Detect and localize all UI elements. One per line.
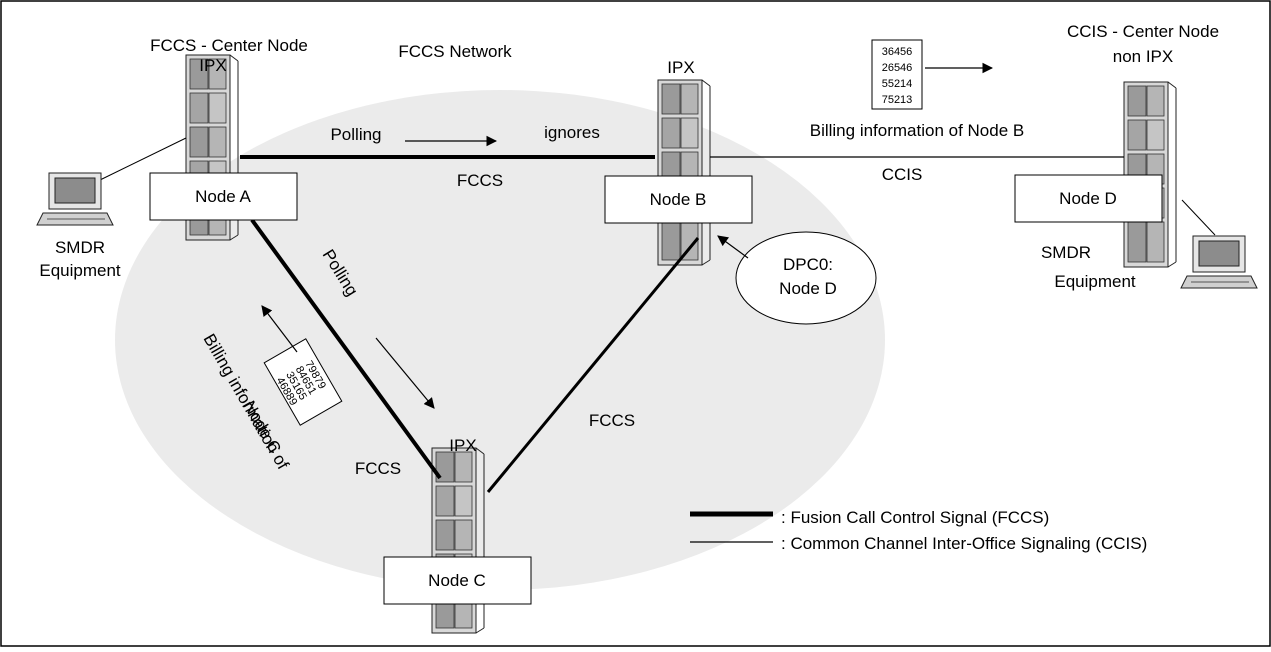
legend-ccis-label: : Common Channel Inter-Office Signaling …: [781, 534, 1147, 553]
link-ac-label: FCCS: [355, 459, 401, 478]
billing-b-number: 36456: [882, 46, 913, 58]
ccis-center-node-label: CCIS - Center Node: [1067, 22, 1219, 41]
node-b-rack-icon: [657, 79, 711, 266]
node-d-type-label: non IPX: [1113, 47, 1174, 66]
smdr-left-terminal-icon: [36, 172, 114, 226]
billing-c-record: 79879 84651 35165 46889: [263, 338, 343, 426]
dpc-line2: Node D: [779, 279, 837, 298]
network-title: FCCS Network: [398, 42, 512, 61]
smdr-right-line1: SMDR: [1041, 243, 1091, 262]
node-b-type-label: IPX: [667, 58, 694, 77]
node-c-type-label: IPX: [449, 436, 476, 455]
link-a-c-fccs: [250, 218, 442, 480]
dpc-bubble: [735, 231, 877, 325]
billing-c-arrow: [261, 305, 298, 353]
link-bc-label: FCCS: [589, 411, 635, 430]
billing-b-number: 26546: [882, 62, 913, 74]
node-a-label: Node A: [195, 187, 251, 206]
legend-fccs-label: : Fusion Call Control Signal (FCCS): [781, 508, 1049, 527]
fccs-center-node-label: FCCS - Center Node: [150, 36, 308, 55]
smdr-right-terminal-icon: [1180, 235, 1258, 289]
node-d-box: [1014, 174, 1163, 223]
node-c-label: Node C: [428, 571, 486, 590]
polling-ab-result: ignores: [544, 123, 600, 142]
link-b-c-fccs: [486, 237, 700, 493]
polling-ac-arrow: [375, 337, 435, 409]
polling-ab-label: Polling: [330, 125, 381, 144]
node-d-label: Node D: [1059, 189, 1117, 208]
smdr-left-cable: [99, 137, 187, 181]
billing-b-label: Billing information of Node B: [810, 121, 1025, 140]
node-c-box: [383, 556, 532, 605]
dpc-arrow: [717, 235, 749, 259]
smdr-right-line2: Equipment: [1054, 272, 1136, 291]
node-b-box: [604, 175, 753, 224]
node-b-label: Node B: [650, 190, 707, 209]
billing-c-record-box: [263, 338, 343, 426]
link-ab-label: FCCS: [457, 171, 503, 190]
link-bd-label: CCIS: [882, 165, 923, 184]
billing-b-number: 55214: [882, 78, 913, 90]
smdr-left-line2: Equipment: [39, 261, 121, 280]
dpc-line1: DPC0:: [783, 255, 833, 274]
smdr-right-cable: [1181, 199, 1216, 236]
smdr-left-line1: SMDR: [55, 238, 105, 257]
node-a-type-label: IPX: [199, 56, 226, 75]
billing-b-record: [871, 39, 923, 110]
node-a-box: [149, 172, 298, 221]
billing-b-number: 75213: [882, 94, 913, 106]
